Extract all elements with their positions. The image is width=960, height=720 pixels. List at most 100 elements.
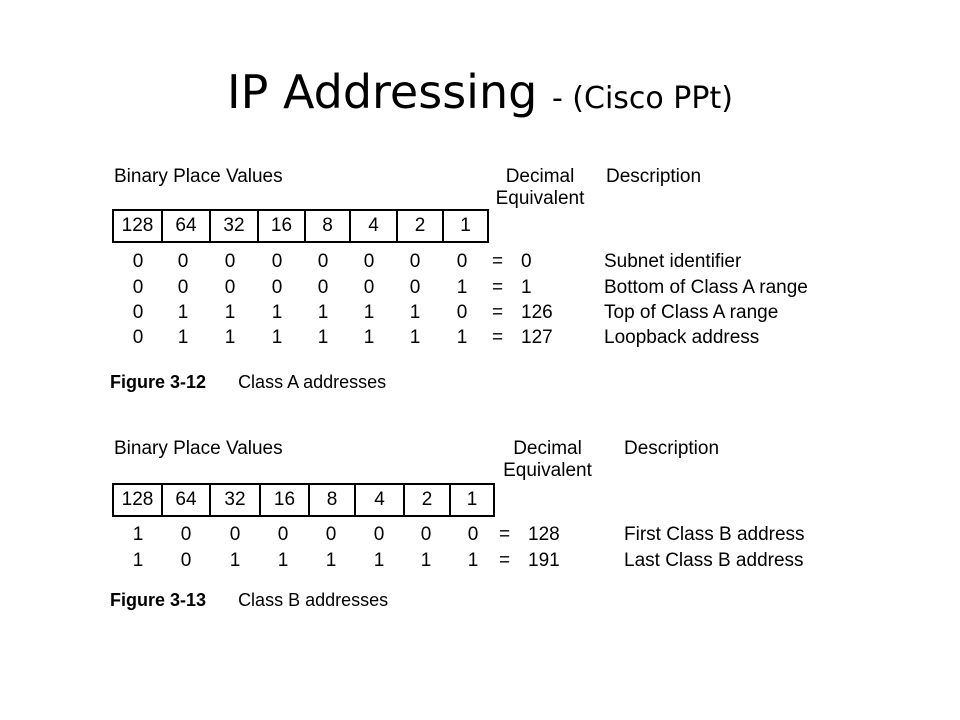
- place-value-cell: 8: [308, 485, 354, 515]
- bit-value: 0: [271, 251, 283, 272]
- bit-value: 1: [224, 327, 236, 348]
- decimal-value: 126: [521, 302, 553, 323]
- slide-title: IP Addressing - (Cisco PPt): [0, 62, 960, 129]
- bit-value: 0: [132, 277, 144, 298]
- binary-place-values-label: Binary Place Values: [114, 166, 283, 187]
- decimal-equivalent-label: Decimal Equivalent: [495, 166, 585, 209]
- bit-value: 1: [409, 302, 421, 323]
- figure-caption: Figure 3-13 Class B addresses: [110, 589, 388, 611]
- bit-value: 1: [363, 302, 375, 323]
- place-value-cell: 1: [442, 211, 487, 241]
- bit-value: 0: [229, 524, 241, 545]
- decimal-value: 0: [521, 251, 532, 272]
- bit-value: 0: [456, 251, 468, 272]
- row-description: Last Class B address: [624, 550, 804, 571]
- table-row: 0 0 0 0 0 0 0 1 = 1 Bottom of Class A ra…: [0, 275, 960, 301]
- decimal-value: 191: [528, 550, 560, 571]
- bit-value: 0: [409, 277, 421, 298]
- place-value-cell: 64: [161, 485, 209, 515]
- figure-caption-text: Class B addresses: [238, 590, 389, 610]
- bit-value: 1: [317, 302, 329, 323]
- bit-value: 0: [180, 524, 192, 545]
- equals-sign: =: [499, 550, 511, 571]
- place-value-cell: 128: [121, 215, 154, 236]
- bit-value: 0: [363, 277, 375, 298]
- slide-title-sub: - (Cisco PPt): [551, 81, 733, 116]
- place-values-box: 128 64 32 16 8 4 2 1: [112, 209, 489, 243]
- place-value-cell: 32: [209, 211, 257, 241]
- bit-value: 0: [363, 251, 375, 272]
- description-label: Description: [624, 438, 720, 459]
- table-row: 1 0 1 1 1 1 1 1 = 191 Last Class B addre…: [0, 548, 960, 574]
- bit-value: 0: [467, 524, 479, 545]
- bit-value: 1: [277, 550, 289, 571]
- row-description: Subnet identifier: [604, 251, 742, 272]
- bit-value: 1: [325, 550, 337, 571]
- decimal-value: 128: [528, 524, 560, 545]
- bit-value: 1: [229, 550, 241, 571]
- decimal-value: 1: [521, 277, 532, 298]
- decimal-equivalent-label: Decimal Equivalent: [503, 438, 592, 481]
- bit-value: 1: [317, 327, 329, 348]
- row-description: First Class B address: [624, 524, 805, 545]
- bit-value: 1: [467, 550, 479, 571]
- description-label: Description: [606, 166, 702, 187]
- row-description: Bottom of Class A range: [604, 277, 808, 298]
- table-row: 1 0 0 0 0 0 0 0 = 128 First Class B addr…: [0, 522, 960, 548]
- place-value-cell: 2: [396, 211, 442, 241]
- table-row: 0 1 1 1 1 1 1 1 = 127 Loopback address: [0, 325, 960, 351]
- bit-value: 0: [132, 251, 144, 272]
- equals-sign: =: [492, 327, 504, 348]
- place-value-cell: 64: [161, 211, 209, 241]
- figure-number: Figure 3-13: [110, 590, 207, 610]
- bit-value: 1: [373, 550, 385, 571]
- bit-value: 0: [180, 550, 192, 571]
- bit-value: 1: [132, 550, 144, 571]
- table-row: 0 0 0 0 0 0 0 0 = 0 Subnet identifier: [0, 249, 960, 275]
- bit-value: 1: [409, 327, 421, 348]
- place-value-cell: 1: [449, 485, 493, 515]
- binary-place-values-label: Binary Place Values: [114, 438, 283, 459]
- figure-caption: Figure 3-12 Class A addresses: [110, 371, 386, 393]
- equals-sign: =: [492, 251, 504, 272]
- bit-value: 1: [271, 302, 283, 323]
- bit-value: 0: [224, 251, 236, 272]
- equals-sign: =: [499, 524, 511, 545]
- place-values-box: 128 64 32 16 8 4 2 1: [112, 483, 495, 517]
- bit-value: 0: [177, 277, 189, 298]
- equals-sign: =: [492, 302, 504, 323]
- place-value-cell: 4: [354, 485, 403, 515]
- row-description: Top of Class A range: [604, 302, 779, 323]
- bit-value: 1: [177, 327, 189, 348]
- bit-value: 1: [271, 327, 283, 348]
- bit-value: 0: [224, 277, 236, 298]
- table-row: 0 1 1 1 1 1 1 0 = 126 Top of Class A ran…: [0, 300, 960, 326]
- decimal-value: 127: [521, 327, 553, 348]
- place-value-cell: 4: [349, 211, 396, 241]
- bit-value: 0: [317, 277, 329, 298]
- place-value-cell: 8: [304, 211, 349, 241]
- place-value-cell: 16: [259, 485, 308, 515]
- slide-title-main: IP Addressing: [227, 65, 538, 119]
- bit-value: 0: [177, 251, 189, 272]
- place-value-cell: 16: [257, 211, 304, 241]
- bit-value: 0: [420, 524, 432, 545]
- bit-value: 1: [224, 302, 236, 323]
- place-value-cell: 128: [121, 489, 154, 510]
- bit-value: 0: [456, 302, 468, 323]
- bit-value: 1: [456, 277, 468, 298]
- bit-value: 1: [420, 550, 432, 571]
- place-value-cell: 2: [403, 485, 449, 515]
- place-value-cell: 32: [209, 485, 259, 515]
- bit-value: 1: [456, 327, 468, 348]
- bit-value: 0: [132, 327, 144, 348]
- figure-caption-text: Class A addresses: [238, 372, 387, 392]
- bit-value: 0: [277, 524, 289, 545]
- bit-value: 0: [373, 524, 385, 545]
- bit-value: 0: [325, 524, 337, 545]
- bit-value: 1: [132, 524, 144, 545]
- bit-value: 1: [363, 327, 375, 348]
- bit-value: 0: [317, 251, 329, 272]
- bit-value: 1: [177, 302, 189, 323]
- row-description: Loopback address: [604, 327, 760, 348]
